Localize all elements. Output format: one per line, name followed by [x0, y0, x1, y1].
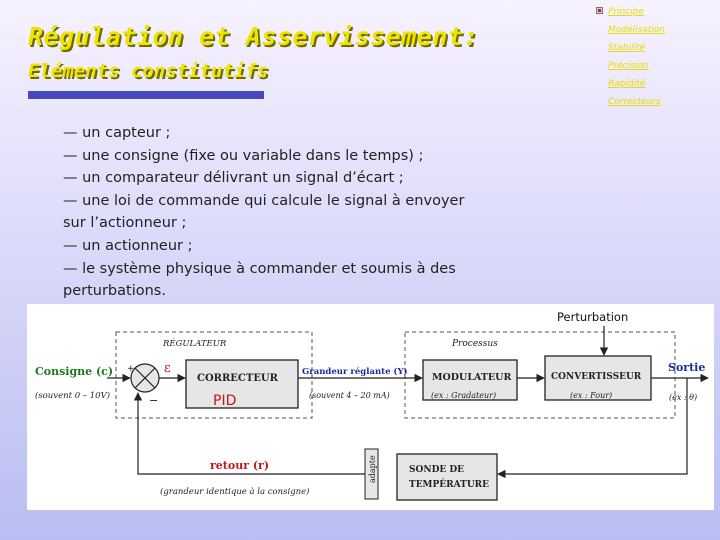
current-slide-marker-icon	[596, 7, 603, 14]
grandeur-range-label: (souvent 4 – 20 mA)	[309, 391, 390, 400]
retour-note: (grandeur identique à la consigne)	[160, 486, 309, 497]
grandeur-reglante-label: Grandeur réglante (Y)	[302, 366, 408, 377]
adapter-block	[364, 448, 379, 500]
nav-link-modelisation[interactable]: Modélisation	[596, 21, 665, 39]
page-subtitle: Eléments constitutifs	[28, 60, 269, 82]
list-item: — une consigne (fixe ou variable dans le…	[63, 147, 424, 164]
list-item: perturbations.	[63, 283, 166, 300]
sonde-label-line1: SONDE DE	[409, 465, 464, 475]
regulator-dashed-group	[115, 331, 313, 419]
list-item: — un capteur ;	[63, 125, 171, 141]
nav-link-precision[interactable]: Précision	[596, 57, 665, 75]
pid-label: PID	[213, 393, 236, 409]
nav-link-label: Principe	[608, 7, 645, 17]
nav-link-label: Rapidité	[608, 79, 646, 89]
correcteur-label: CORRECTEUR	[197, 373, 279, 384]
process-group-label: Processus	[451, 339, 498, 349]
component-list: — un capteur ; — une consigne (fixe ou v…	[63, 122, 523, 303]
retour-label: retour (r)	[210, 459, 269, 472]
nav-link-label: Modélisation	[608, 25, 665, 35]
feedback-line-to-sensor	[497, 378, 688, 479]
sonde-label-line2: TEMPÉRATURE	[409, 478, 489, 490]
feedback-line-to-comparator	[133, 392, 365, 475]
nav-link-principe[interactable]: Principe	[596, 3, 665, 21]
convertisseur-example: (ex : Four)	[570, 391, 612, 400]
nav-link-label: Correcteurs	[608, 97, 661, 107]
list-item: — un comparateur délivrant un signal d’é…	[63, 170, 404, 187]
list-item: sur l’actionneur ;	[63, 215, 187, 232]
comparator-cross	[134, 367, 156, 389]
control-loop-svg: Perturbation RÉGULATEUR Processus Consig…	[35, 310, 709, 501]
sortie-label: Sortie	[668, 361, 705, 374]
consigne-label: Consigne (c)	[35, 365, 113, 378]
nav-link-label: Précision	[608, 61, 649, 71]
comparator-plus-sign: +	[127, 364, 135, 374]
comparator-minus-sign: −	[149, 394, 158, 407]
modulateur-example: (ex : Gradateur)	[431, 391, 496, 400]
nav-link-rapidite[interactable]: Rapidité	[596, 75, 665, 93]
sortie-example: (ex : θ)	[669, 393, 697, 402]
control-loop-diagram: Perturbation RÉGULATEUR Processus Consig…	[27, 304, 714, 510]
perturbation-label: Perturbation	[557, 310, 628, 324]
process-dashed-group	[404, 331, 676, 419]
title-underline-bar	[28, 91, 264, 99]
slide-nav: Principe Modélisation Stabilité Précisio…	[596, 3, 665, 111]
list-item: — une loi de commande qui calcule le sig…	[63, 192, 465, 209]
epsilon-label: ε	[164, 361, 171, 376]
sonde-block	[396, 453, 498, 501]
nav-link-label: Stabilité	[608, 43, 646, 53]
regulator-group-label: RÉGULATEUR	[162, 337, 227, 349]
nav-link-stabilite[interactable]: Stabilité	[596, 39, 665, 57]
modulateur-block	[422, 359, 518, 401]
list-item: — le système physique à commander et sou…	[63, 260, 456, 277]
nav-link-correcteurs[interactable]: Correcteurs	[596, 93, 665, 111]
modulateur-label: MODULATEUR	[432, 372, 511, 383]
correcteur-block	[185, 359, 299, 409]
convertisseur-label: CONVERTISSEUR	[551, 372, 642, 382]
page-title: Régulation et Asservissement:	[28, 22, 479, 51]
list-item: — un actionneur ;	[63, 237, 193, 254]
adapter-label: adapte	[368, 455, 377, 483]
consigne-range-label: (souvent 0 – 10V)	[35, 390, 110, 401]
